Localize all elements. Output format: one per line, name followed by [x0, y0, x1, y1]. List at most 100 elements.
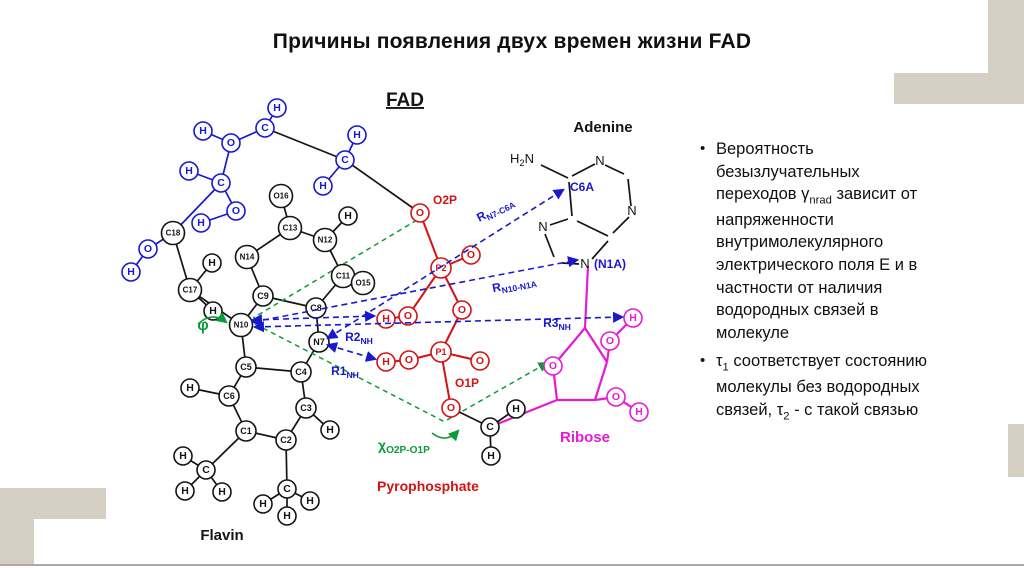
atom-c: C — [277, 479, 297, 499]
svg-text:C18: C18 — [166, 229, 181, 238]
svg-text:H: H — [185, 165, 193, 177]
svg-text:C: C — [283, 483, 291, 495]
svg-text:C13: C13 — [283, 224, 298, 233]
svg-text:C: C — [341, 154, 349, 166]
atom-h: H — [267, 98, 287, 118]
fad-structure-svg: HOCHHCHHCOHC18OHC17HHO16C13N12HC11O15N14… — [121, 90, 649, 544]
svg-text:H: H — [208, 257, 216, 269]
svg-text:C: C — [202, 464, 210, 476]
atom-c: C — [196, 460, 216, 480]
svg-text:FAD: FAD — [386, 90, 424, 111]
svg-text:H: H — [259, 498, 267, 510]
bullet-point-2: • τ1 соответствует состоянию молекулы бе… — [700, 350, 968, 424]
svg-text:R3NH: R3NH — [543, 316, 571, 332]
atom-o: O — [470, 351, 490, 371]
distance-arrows-layer — [250, 188, 625, 362]
svg-text:H: H — [181, 485, 189, 497]
atom-n14: N14 — [234, 244, 260, 270]
svg-text:H: H — [635, 406, 643, 418]
atom-h: H — [313, 176, 333, 196]
svg-text:H: H — [199, 125, 207, 137]
atom-n7: N7 — [308, 331, 330, 353]
svg-text:R2NH: R2NH — [345, 330, 373, 346]
svg-text:H: H — [629, 312, 637, 324]
svg-text:N: N — [627, 203, 636, 218]
atom-c5: C5 — [235, 356, 257, 378]
atom-h: H — [193, 121, 213, 141]
svg-text:H: H — [382, 356, 390, 368]
atom-h: H — [338, 206, 358, 226]
svg-text:O: O — [416, 207, 424, 219]
atom-c9: C9 — [252, 285, 274, 307]
svg-text:N10: N10 — [234, 321, 249, 330]
svg-text:χO2P-O1P: χO2P-O1P — [378, 437, 430, 456]
svg-text:N7: N7 — [313, 337, 325, 347]
svg-text:C: C — [486, 421, 494, 433]
atom-o: O — [441, 398, 461, 418]
svg-text:H: H — [209, 305, 217, 317]
atom-o: O — [226, 201, 246, 221]
bullet-point-1: • Вероятность безызлучательных переходов… — [700, 138, 968, 344]
explanation-panel: • Вероятность безызлучательных переходов… — [700, 138, 968, 430]
atom-c13: C13 — [277, 215, 303, 241]
atom-h: H — [629, 402, 649, 422]
svg-text:φ: φ — [197, 317, 208, 334]
svg-text:C6: C6 — [223, 391, 235, 401]
svg-text:H: H — [306, 495, 314, 507]
atom-h: H — [212, 482, 232, 502]
atom-c6: C6 — [218, 385, 240, 407]
svg-text:Adenine: Adenine — [573, 119, 632, 136]
atom-c4: C4 — [290, 361, 312, 383]
atom-c18: C18 — [160, 220, 186, 246]
atom-h: H — [623, 308, 643, 328]
svg-text:H: H — [326, 424, 334, 436]
svg-text:O15: O15 — [355, 279, 371, 288]
svg-text:O16: O16 — [273, 192, 289, 201]
svg-text:H: H — [127, 266, 135, 278]
svg-text:R1NH: R1NH — [331, 364, 359, 380]
svg-text:C1: C1 — [240, 426, 252, 436]
svg-text:O: O — [612, 391, 620, 403]
atoms-layer: HOCHHCHHCOHC18OHC17HHO16C13N12HC11O15N14… — [121, 98, 649, 526]
svg-text:N: N — [538, 219, 547, 234]
atom-o: O — [600, 331, 620, 351]
svg-text:Pyrophosphate: Pyrophosphate — [377, 478, 479, 494]
svg-text:C17: C17 — [183, 286, 198, 295]
svg-text:O: O — [549, 360, 557, 372]
svg-text:C5: C5 — [240, 362, 252, 372]
atom-n12: N12 — [312, 227, 338, 253]
svg-text:O1P: O1P — [455, 376, 479, 390]
svg-text:O: O — [232, 205, 240, 217]
svg-text:N14: N14 — [240, 253, 255, 262]
atom-c: C — [211, 173, 231, 193]
atom-c1: C1 — [235, 420, 257, 442]
corner-decoration-bottom-right — [1008, 424, 1024, 477]
svg-text:H: H — [283, 510, 291, 522]
atom-h: H — [180, 378, 200, 398]
svg-text:H: H — [179, 450, 187, 462]
labels-layer: FADAdenineH2NC6ANNNN(N1A)RibosePyrophosp… — [197, 90, 636, 544]
atom-c17: C17 — [177, 277, 203, 303]
svg-text:C8: C8 — [310, 303, 322, 313]
svg-text:C9: C9 — [257, 291, 269, 301]
atom-o16: O16 — [268, 183, 294, 209]
atom-c3: C3 — [295, 397, 317, 419]
corner-decoration-bottom-left-vertical — [0, 488, 34, 566]
svg-text:H: H — [197, 217, 205, 229]
atom-p1: P1 — [430, 341, 452, 363]
svg-text:O: O — [458, 304, 466, 316]
slide-title: Причины появления двух времен жизни FAD — [272, 30, 752, 53]
bullet-marker: • — [700, 140, 706, 157]
atom-o15: O15 — [350, 270, 376, 296]
svg-text:Flavin: Flavin — [200, 527, 243, 544]
svg-text:C: C — [261, 122, 269, 134]
svg-text:H: H — [186, 382, 194, 394]
svg-text:RN7-C6A: RN7-C6A — [474, 194, 517, 226]
svg-text:N: N — [595, 153, 604, 168]
atom-c2: C2 — [275, 429, 297, 451]
atom-h: H — [347, 125, 367, 145]
svg-text:O: O — [447, 402, 455, 414]
svg-text:C2: C2 — [280, 435, 292, 445]
atom-h: H — [376, 309, 396, 329]
bullet-text-2: τ1 соответствует состоянию молекулы без … — [716, 352, 928, 422]
